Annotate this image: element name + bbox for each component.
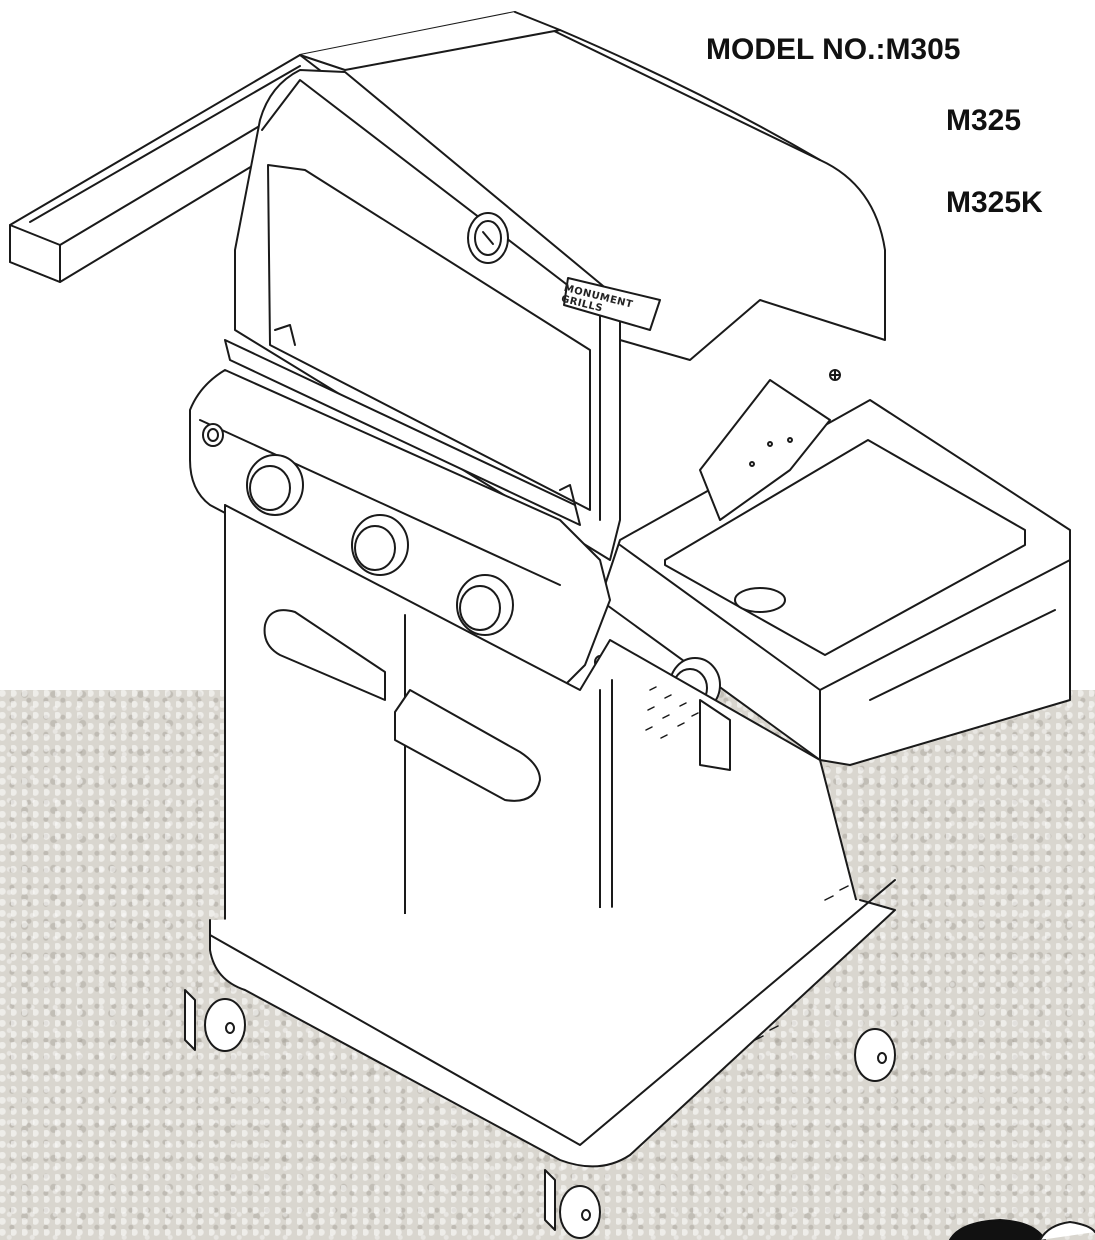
brand-badge [563, 277, 661, 331]
grill-hood [224, 11, 886, 561]
burner-knob-2 [351, 514, 409, 576]
cabinet-base [209, 879, 896, 1168]
burner-knob-3 [456, 574, 514, 636]
model-number-primary: MODEL NO.:M305 [706, 33, 961, 66]
control-panel [189, 369, 721, 713]
thermometer-gauge [467, 212, 509, 264]
caster-wheels [184, 989, 896, 1239]
feature-icon-circles [949, 1219, 1095, 1240]
burner-knob-1 [246, 454, 304, 516]
igniter-button [202, 423, 224, 447]
model-number-secondary: M325 [946, 104, 1022, 137]
model-number-tertiary: M325K [946, 186, 1043, 219]
model-number-block: MODEL NO.:M305 M325 M325K [0, 0, 1095, 240]
